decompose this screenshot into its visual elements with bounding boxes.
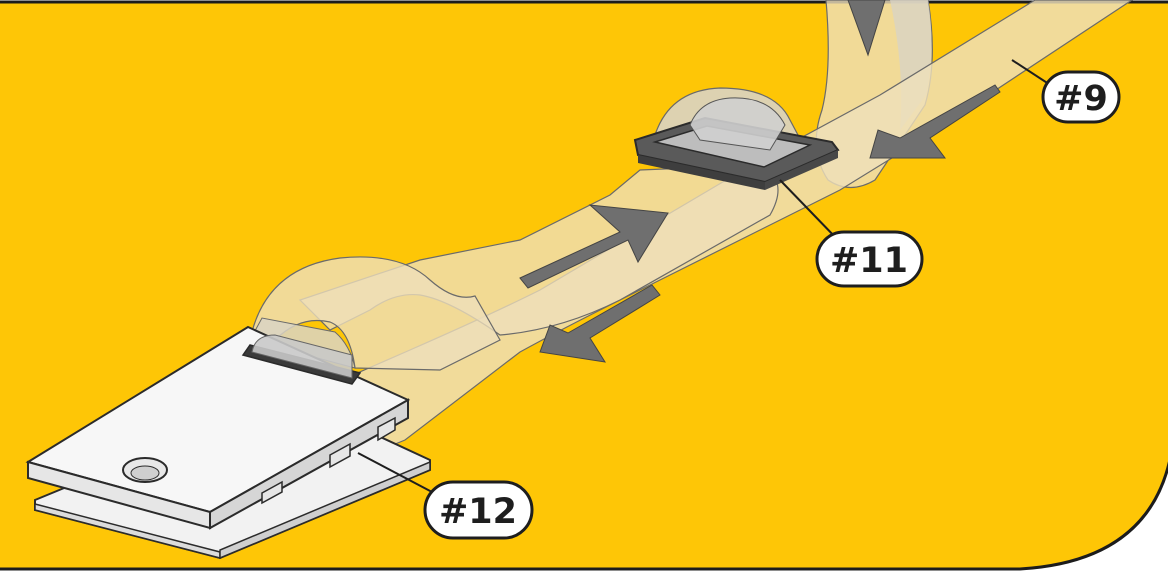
strap-loop-over-plate <box>249 256 501 371</box>
callout-11-leader <box>779 179 839 241</box>
arrow-down-vertical <box>847 0 886 57</box>
arrow-up-to-buckle <box>519 204 669 289</box>
callout-11-label: #11 <box>830 241 908 281</box>
callout-9-label: #9 <box>1054 79 1108 119</box>
buckle <box>633 97 840 190</box>
arrow-down-lower-band <box>539 284 661 363</box>
callout-9: #9 <box>1041 70 1121 124</box>
plate-assembly <box>25 325 431 560</box>
arrow-down-right-band <box>869 84 1001 159</box>
callout-12: #12 <box>423 480 534 540</box>
callout-12-leader <box>357 452 433 493</box>
callout-12-label: #12 <box>439 492 517 532</box>
callout-11: #11 <box>815 230 924 288</box>
